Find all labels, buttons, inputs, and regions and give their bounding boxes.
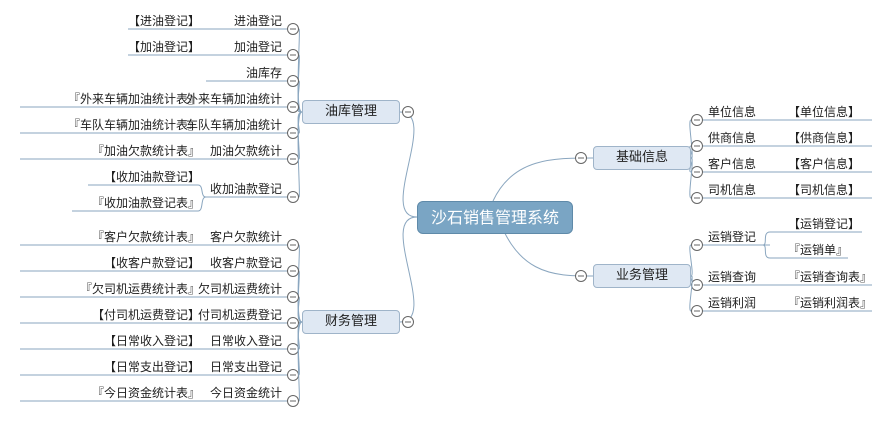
collapse-toggle-icon[interactable] xyxy=(287,75,299,87)
collapse-toggle-icon[interactable] xyxy=(287,265,299,277)
collapse-toggle-icon[interactable] xyxy=(691,192,703,204)
collapse-toggle-icon[interactable] xyxy=(287,291,299,303)
child-node-label[interactable]: 油库存 xyxy=(245,66,282,80)
leaf-node-label[interactable]: 『今日资金统计表』 xyxy=(91,386,200,400)
child-node-label[interactable]: 进油登记 xyxy=(233,14,282,28)
leaf-node-label[interactable]: 【客户信息】 xyxy=(788,157,861,171)
child-node-label[interactable]: 司机信息 xyxy=(708,183,757,197)
collapse-toggle-icon[interactable] xyxy=(402,316,414,328)
topic-business[interactable]: 业务管理 xyxy=(593,264,691,288)
leaf-node-label[interactable]: 『运销利润表』 xyxy=(788,296,873,310)
collapse-toggle-icon[interactable] xyxy=(287,23,299,35)
topic-to-child-line xyxy=(297,111,303,198)
collapse-toggle-icon[interactable] xyxy=(575,152,587,164)
collapse-toggle-icon[interactable] xyxy=(287,239,299,251)
child-node-label[interactable]: 日常收入登记 xyxy=(209,334,282,348)
topic-to-child-line xyxy=(297,80,303,113)
leaf-node-label[interactable]: 『外来车辆加油统计表』 xyxy=(67,92,200,106)
child-node-label[interactable]: 运销登记 xyxy=(708,230,757,244)
child-node-label[interactable]: 收客户款登记 xyxy=(209,256,282,270)
collapse-toggle-icon[interactable] xyxy=(287,49,299,61)
leaf-node-label[interactable]: 【收加油款登记】 xyxy=(103,170,200,184)
leaf-node-label[interactable]: 『车队车辆加油统计表』 xyxy=(67,118,200,132)
leaf-node-label[interactable]: 『欠司机运费统计表』 xyxy=(79,282,200,296)
leaf-node-label[interactable]: 【收客户款登记】 xyxy=(103,256,200,270)
child-node-label[interactable]: 运销利润 xyxy=(708,296,757,310)
leaf-node-label[interactable]: 【加油登记】 xyxy=(127,40,200,54)
leaf-node-label[interactable]: 【付司机运费登记】 xyxy=(91,308,200,322)
leaf-node-label[interactable]: 『运销单』 xyxy=(788,243,849,257)
leaf-node-label[interactable]: 【进油登记】 xyxy=(127,14,200,28)
leaf-node-label[interactable]: 『运销查询表』 xyxy=(788,270,873,284)
topic-to-child-line xyxy=(689,275,693,312)
leaf-node-label[interactable]: 【运销登记】 xyxy=(788,217,861,231)
collapse-toggle-icon[interactable] xyxy=(287,127,299,139)
child-node-label[interactable]: 车队车辆加油统计 xyxy=(185,118,282,132)
collapse-toggle-icon[interactable] xyxy=(287,369,299,381)
topic-finance[interactable]: 财务管理 xyxy=(302,310,400,334)
child-node-label[interactable]: 加油登记 xyxy=(233,40,282,54)
child-to-leaf-line xyxy=(197,184,207,198)
topic-to-child-line xyxy=(689,244,693,277)
child-node-label[interactable]: 客户信息 xyxy=(708,157,757,171)
collapse-toggle-icon[interactable] xyxy=(287,395,299,407)
child-node-label[interactable]: 运销查询 xyxy=(708,270,757,284)
root-to-topic-line xyxy=(399,111,418,218)
collapse-toggle-icon[interactable] xyxy=(287,317,299,329)
collapse-toggle-icon[interactable] xyxy=(287,101,299,113)
collapse-toggle-icon[interactable] xyxy=(691,140,703,152)
root-to-topic-line xyxy=(399,216,418,323)
leaf-node-label[interactable]: 【司机信息】 xyxy=(788,183,861,197)
collapse-toggle-icon[interactable] xyxy=(691,305,703,317)
leaf-node-label[interactable]: 『加油欠款统计表』 xyxy=(91,144,200,158)
collapse-toggle-icon[interactable] xyxy=(287,153,299,165)
collapse-toggle-icon[interactable] xyxy=(402,106,414,118)
root-to-topic-line xyxy=(492,157,594,202)
collapse-toggle-icon[interactable] xyxy=(691,114,703,126)
leaf-node-label[interactable]: 【日常收入登记】 xyxy=(103,334,200,348)
child-node-label[interactable]: 单位信息 xyxy=(708,105,757,119)
child-node-label[interactable]: 客户欠款统计 xyxy=(209,230,282,244)
child-node-label[interactable]: 外来车辆加油统计 xyxy=(185,92,282,106)
topic-basic-info[interactable]: 基础信息 xyxy=(593,146,691,170)
leaf-node-label[interactable]: 『收加油款登记表』 xyxy=(91,196,200,210)
topic-to-child-line xyxy=(297,296,303,323)
topic-to-child-line xyxy=(297,321,303,402)
child-node-label[interactable]: 加油欠款统计 xyxy=(209,144,282,158)
leaf-node-label[interactable]: 【日常支出登记】 xyxy=(103,360,200,374)
collapse-toggle-icon[interactable] xyxy=(575,270,587,282)
leaf-node-label[interactable]: 【供商信息】 xyxy=(788,131,861,145)
child-node-label[interactable]: 欠司机运费统计 xyxy=(197,282,282,296)
child-to-leaf-line xyxy=(762,231,771,246)
collapse-toggle-icon[interactable] xyxy=(691,279,703,291)
topic-to-child-line xyxy=(689,157,693,199)
child-node-label[interactable]: 日常支出登记 xyxy=(209,360,282,374)
collapse-toggle-icon[interactable] xyxy=(287,343,299,355)
leaf-node-label[interactable]: 【单位信息】 xyxy=(788,105,861,119)
child-node-label[interactable]: 今日资金统计 xyxy=(209,386,282,400)
collapse-toggle-icon[interactable] xyxy=(691,239,703,251)
root-topic[interactable]: 沙石销售管理系统 xyxy=(417,201,573,234)
leaf-node-label[interactable]: 『客户欠款统计表』 xyxy=(91,230,200,244)
child-to-leaf-line xyxy=(762,244,771,259)
collapse-toggle-icon[interactable] xyxy=(287,191,299,203)
child-node-label[interactable]: 付司机运费登记 xyxy=(197,308,282,322)
child-to-leaf-line xyxy=(197,196,207,212)
topic-oil-depot[interactable]: 油库管理 xyxy=(302,100,400,124)
collapse-toggle-icon[interactable] xyxy=(691,166,703,178)
child-node-label[interactable]: 供商信息 xyxy=(708,131,757,145)
child-node-label[interactable]: 收加油款登记 xyxy=(209,182,282,196)
